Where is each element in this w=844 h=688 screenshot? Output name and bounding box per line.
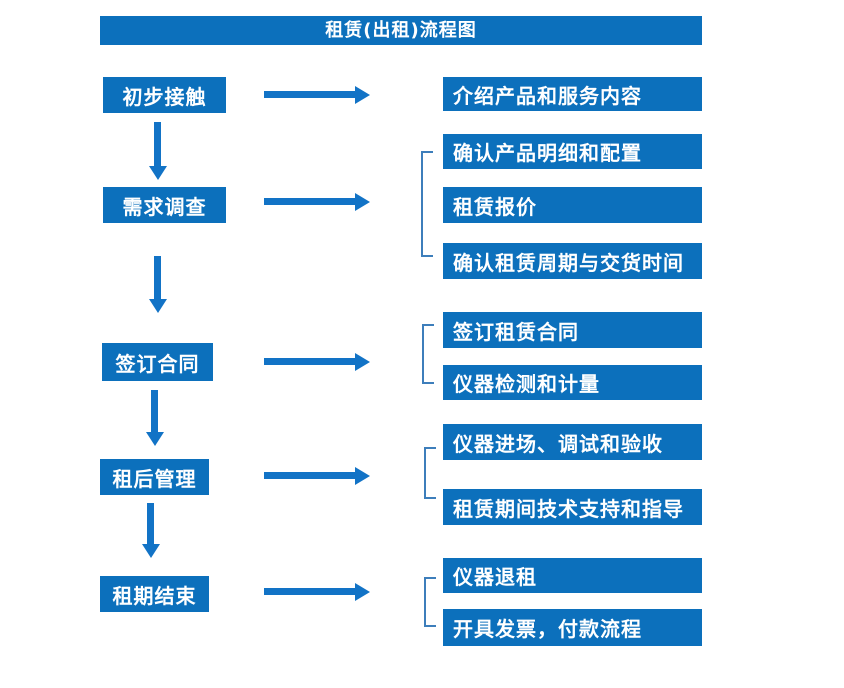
down-arrow-2 <box>154 256 161 299</box>
detail-box-instrument-setup: 仪器进场、调试和验收 <box>443 424 702 460</box>
step-box-demand-survey: 需求调查 <box>103 187 226 223</box>
right-arrow-1 <box>264 91 355 98</box>
flowchart-title: 租赁(出租)流程图 <box>100 16 702 45</box>
right-arrow-5 <box>264 588 355 595</box>
detail-box-sign-rental-contract: 签订租赁合同 <box>443 312 702 348</box>
detail-box-instrument-return: 仪器退租 <box>443 558 702 593</box>
step-box-sign-contract: 签订合同 <box>102 343 213 381</box>
step-box-post-rental-management: 租后管理 <box>100 459 209 495</box>
detail-box-introduce-products: 介绍产品和服务内容 <box>443 77 702 111</box>
right-arrow-4 <box>264 472 355 479</box>
step-box-initial-contact: 初步接触 <box>103 77 226 113</box>
down-arrow-4 <box>147 503 154 544</box>
group-bracket-lease-end <box>424 577 436 627</box>
step-box-lease-end: 租期结束 <box>100 576 209 612</box>
group-bracket-demand-survey <box>421 151 433 257</box>
down-arrow-3 <box>151 390 158 432</box>
detail-box-confirm-rental-period: 确认租赁周期与交货时间 <box>443 243 702 279</box>
detail-box-rental-quote: 租赁报价 <box>443 187 702 223</box>
detail-box-instrument-testing: 仪器检测和计量 <box>443 365 702 400</box>
group-bracket-sign-contract <box>422 324 434 384</box>
right-arrow-3 <box>264 358 355 365</box>
right-arrow-2 <box>264 198 355 205</box>
detail-box-invoice-payment: 开具发票，付款流程 <box>443 609 702 646</box>
detail-box-tech-support: 租赁期间技术支持和指导 <box>443 489 702 525</box>
group-bracket-post-rental <box>424 447 436 499</box>
down-arrow-1 <box>154 122 161 166</box>
detail-box-confirm-product-details: 确认产品明细和配置 <box>443 134 702 169</box>
